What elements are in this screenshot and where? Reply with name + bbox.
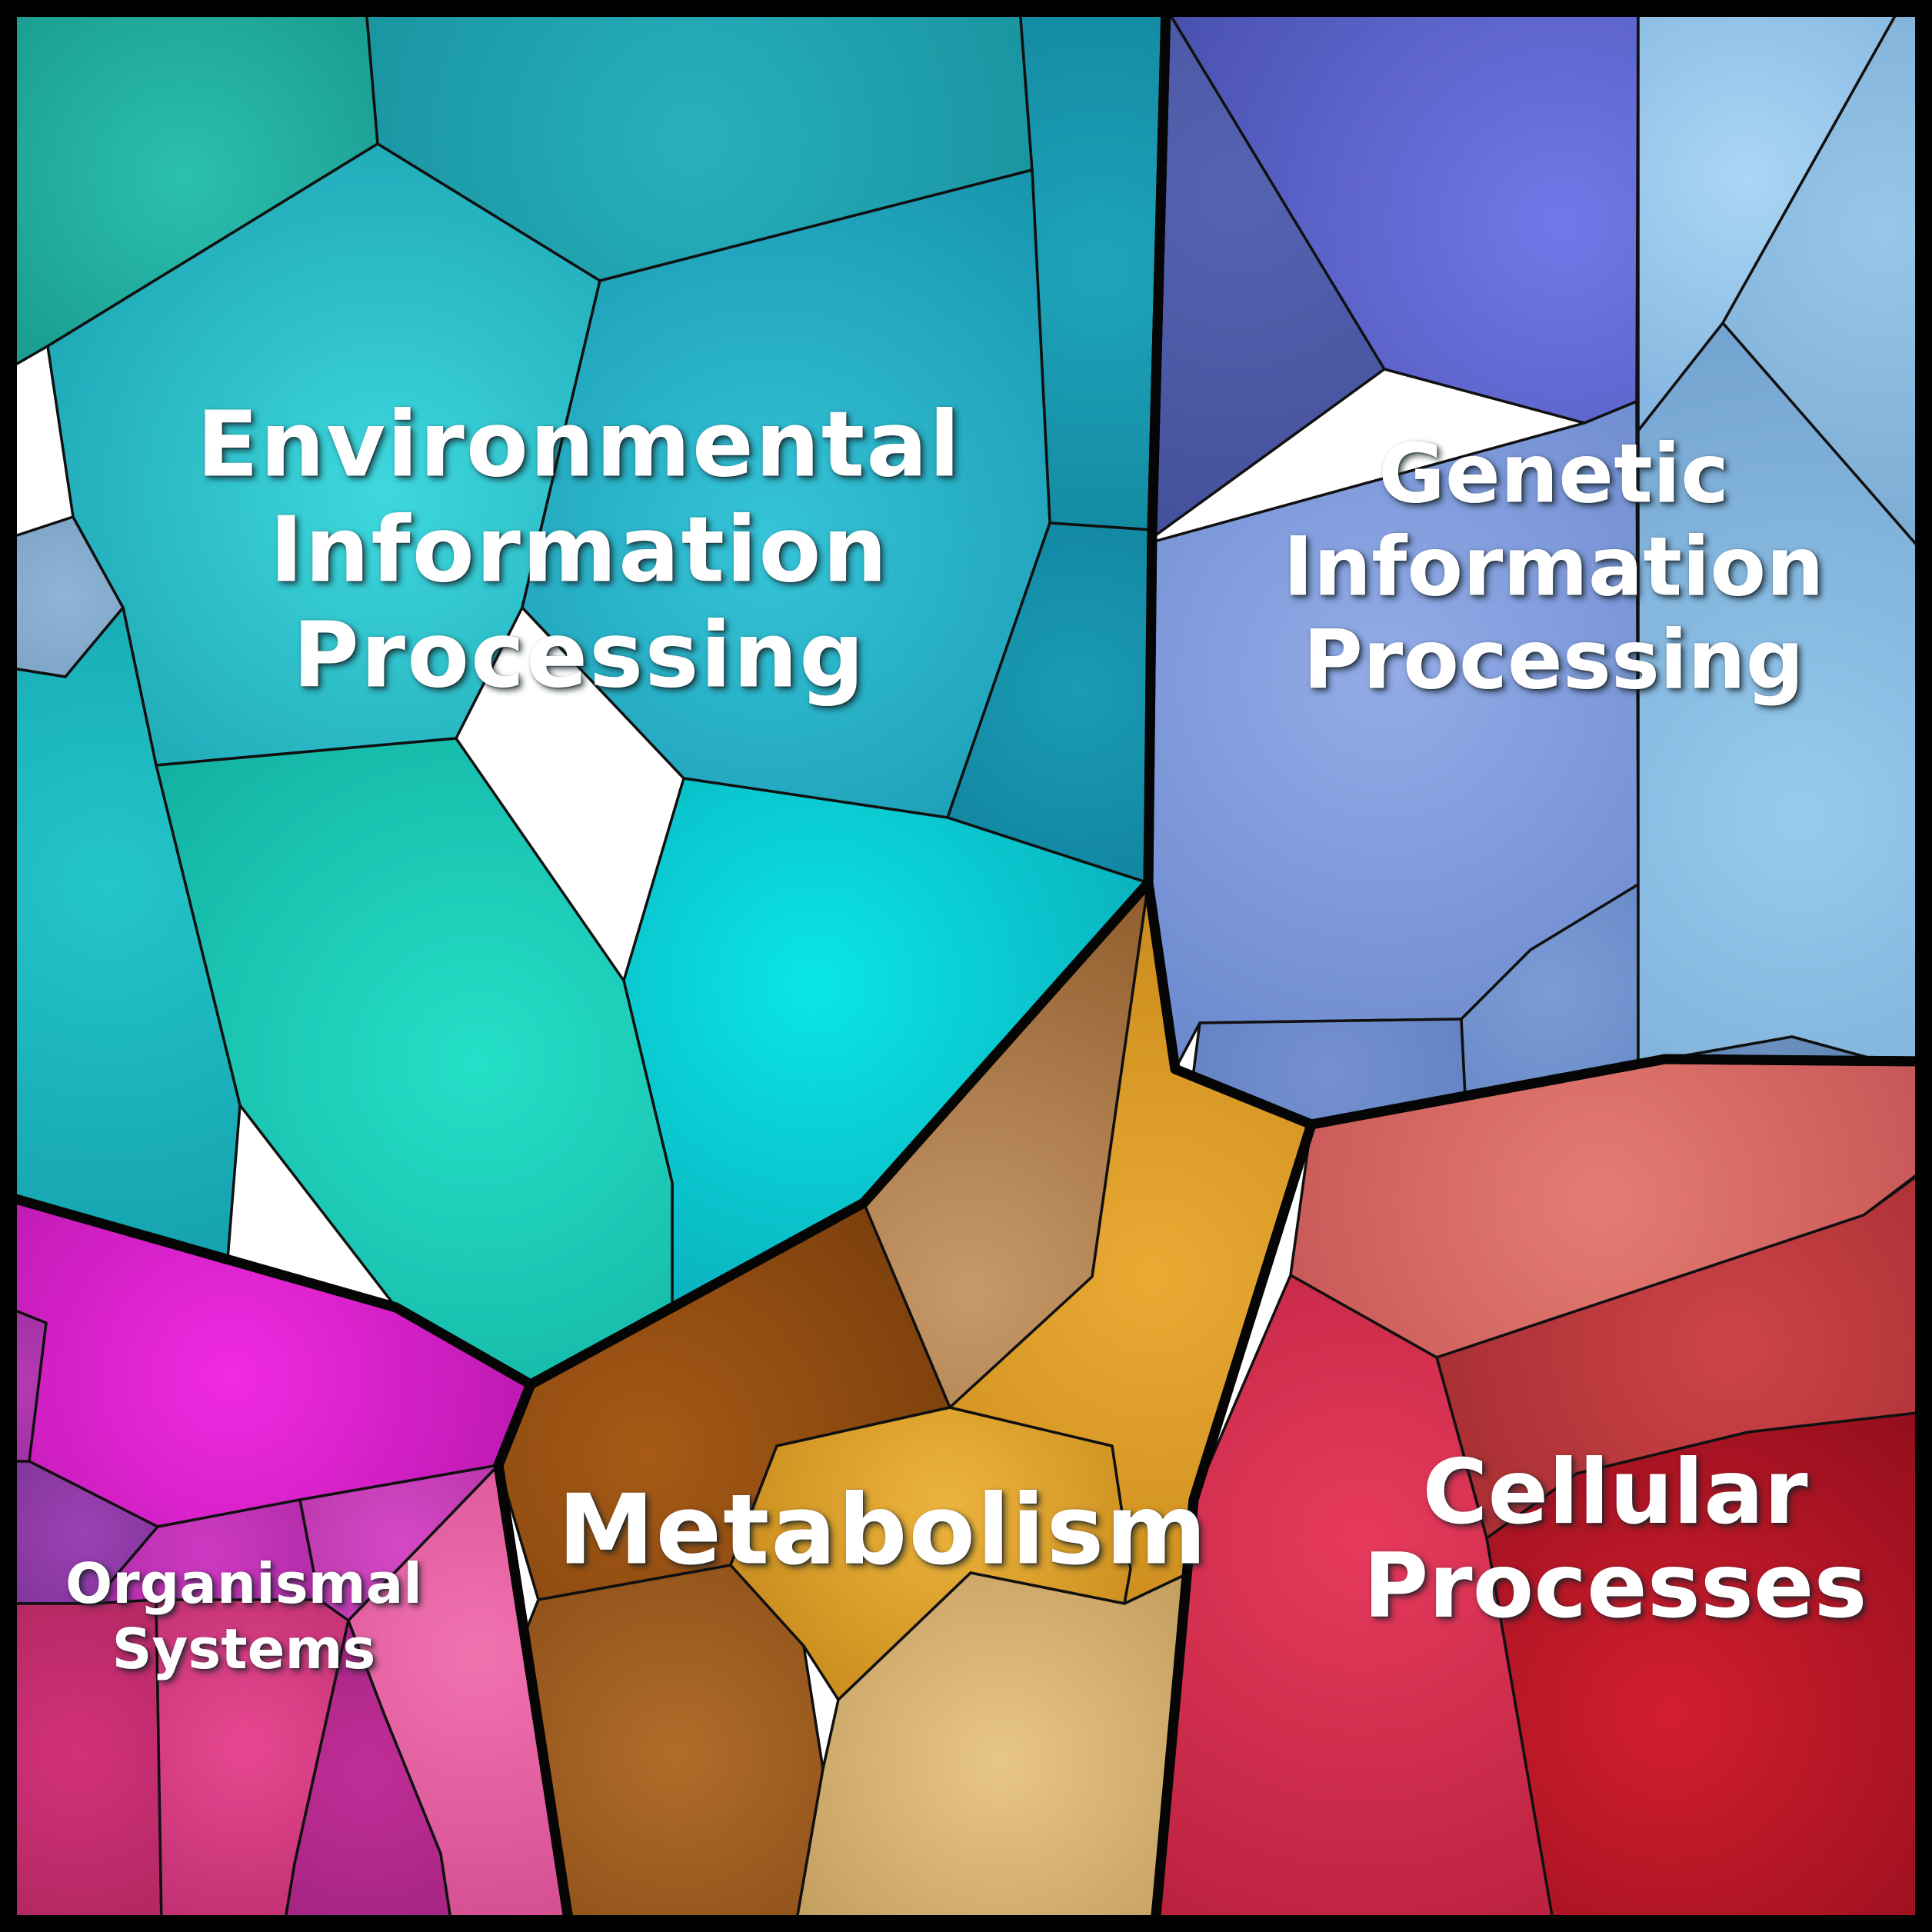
label-line: Environmental	[196, 391, 962, 498]
label-line: Genetic	[1377, 426, 1730, 521]
label-line: Information	[269, 496, 889, 603]
region-label-metabolism: Metabolism	[558, 1474, 1208, 1587]
region-label-cellular-processes: Cellular Processes	[1363, 1446, 1867, 1634]
label-line: Organismal	[65, 1551, 422, 1616]
label-line: Metabolism	[558, 1473, 1208, 1587]
label-line: Information	[1283, 519, 1824, 615]
label-line: Processes	[1363, 1534, 1867, 1638]
label-line: Processing	[1303, 612, 1804, 708]
region-label-genetic-information-processing: Genetic Information Processing	[1283, 428, 1824, 707]
region-label-organismal-systems: Organismal Systems	[65, 1551, 422, 1682]
label-line: Systems	[112, 1617, 376, 1681]
region-label-environmental-information-processing: Environmental Information Processing	[196, 391, 962, 708]
label-line: Cellular	[1422, 1441, 1808, 1544]
label-line: Processing	[292, 601, 866, 708]
